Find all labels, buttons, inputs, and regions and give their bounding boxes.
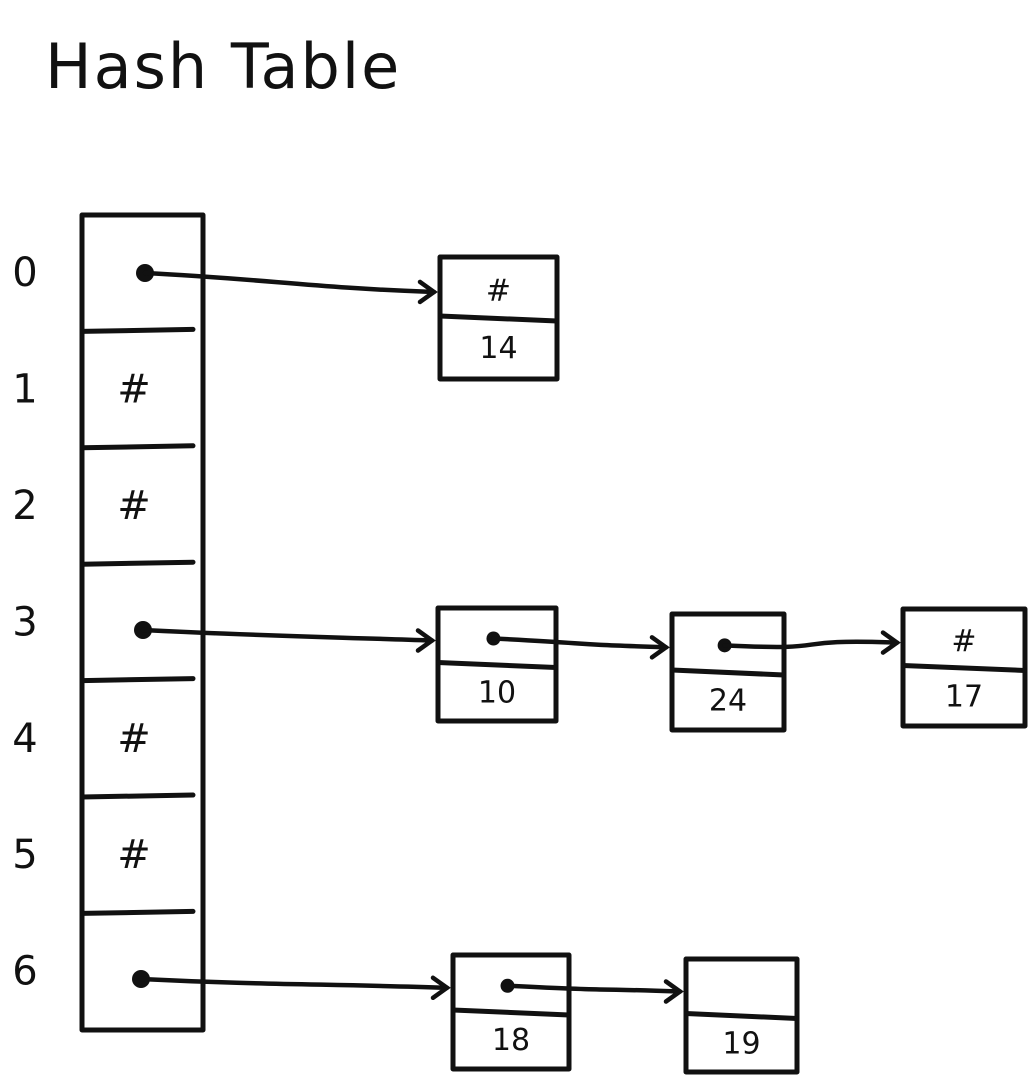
- node-value: 19: [722, 1026, 760, 1061]
- pointer-arrow: [505, 983, 683, 994]
- linked-list-node: 18: [450, 952, 572, 1072]
- node-value: 14: [479, 331, 517, 366]
- pointer-arrow: [722, 639, 900, 650]
- slot-divider: [79, 908, 196, 916]
- linked-list-node: 24: [669, 611, 787, 733]
- arrow-head: [880, 630, 901, 655]
- slot-null-marker: #: [117, 832, 151, 878]
- pointer-arrow: [140, 627, 435, 643]
- node-value: 10: [478, 675, 516, 710]
- hash-table-slots: 0 1 #2 #3 4 #5 #6: [12, 250, 196, 995]
- slot-null-marker: #: [117, 716, 151, 762]
- diagram-title: Hash Table: [45, 30, 401, 103]
- slot-index-label: 3: [12, 599, 37, 645]
- slot-index-label: 1: [12, 367, 37, 413]
- node-divider: [437, 313, 560, 324]
- arrow-head: [417, 279, 438, 305]
- slot-index-label: 6: [12, 949, 37, 995]
- slot-divider: [79, 559, 196, 567]
- slot-divider: [79, 676, 196, 684]
- chain-slot-3: 10 24 #17: [134, 605, 1028, 733]
- linked-list-node: 10: [435, 605, 559, 724]
- pointer-arrow: [138, 976, 450, 991]
- node-divider: [900, 663, 1028, 673]
- slot-index-label: 4: [12, 716, 37, 762]
- node-divider: [683, 1011, 800, 1021]
- slot-null-marker: #: [117, 483, 151, 529]
- slot-index-label: 0: [12, 250, 37, 296]
- arrow-head: [415, 628, 436, 653]
- linked-list-node: 19: [683, 956, 800, 1075]
- linked-list-node: #17: [900, 606, 1028, 729]
- node-value: 24: [709, 684, 747, 719]
- slot-divider: [79, 792, 196, 800]
- node-value: 18: [492, 1023, 530, 1058]
- pointer-arrow: [142, 270, 437, 295]
- node-divider: [669, 667, 787, 678]
- node-divider: [450, 1007, 572, 1018]
- pointer-arrow: [491, 636, 669, 650]
- arrow-head: [430, 975, 451, 1001]
- chain-slot-0: #14: [136, 254, 560, 382]
- node-null-marker: #: [486, 273, 511, 308]
- hash-table-array: [79, 212, 206, 1033]
- slot-divider: [79, 443, 196, 451]
- slot-index-label: 5: [12, 832, 37, 878]
- arrow-head: [663, 979, 684, 1004]
- arrow-head: [649, 635, 670, 660]
- slot-divider: [79, 326, 196, 334]
- slot-index-label: 2: [12, 483, 37, 529]
- node-divider: [435, 660, 559, 670]
- node-value: 17: [945, 679, 983, 714]
- slot-null-marker: #: [117, 367, 151, 413]
- node-null-marker: #: [951, 624, 976, 659]
- linked-list-node: #14: [437, 254, 560, 382]
